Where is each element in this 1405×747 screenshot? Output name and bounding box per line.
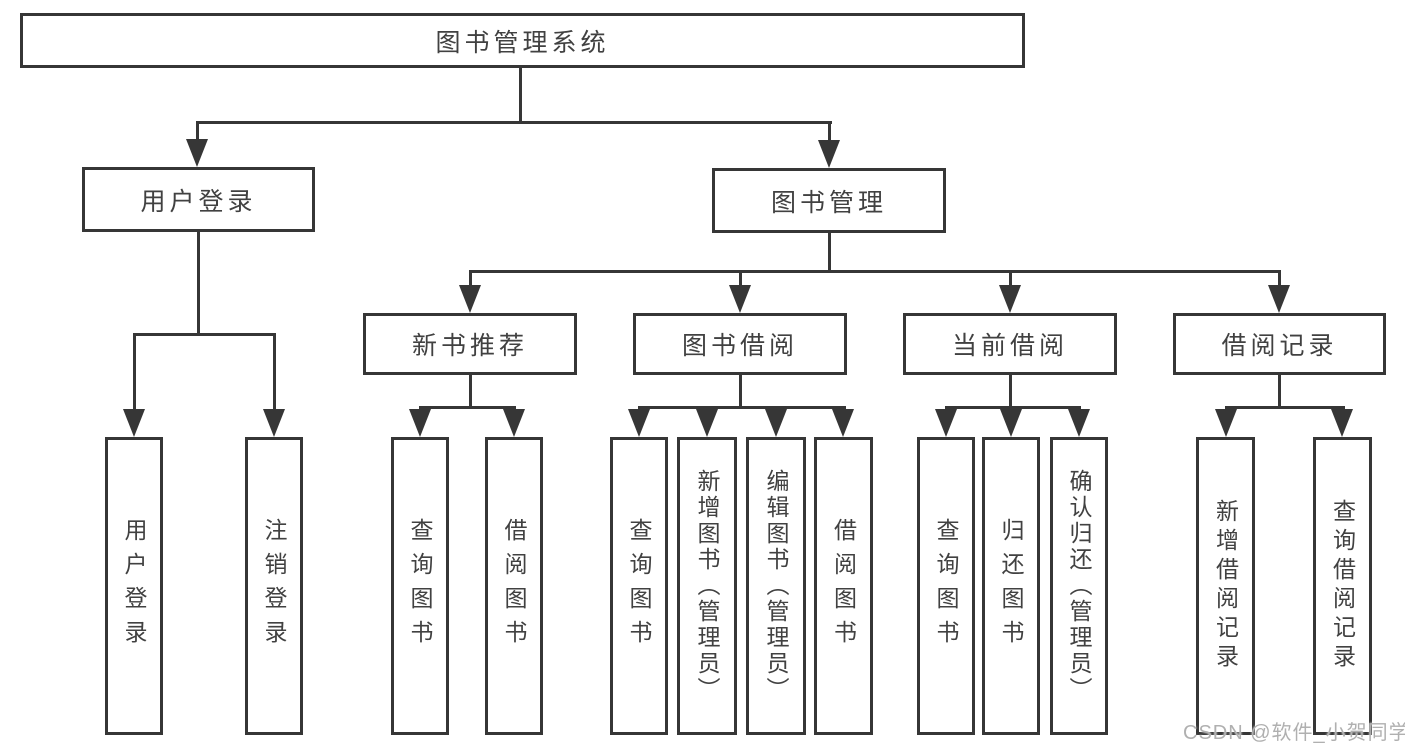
node-user-login-label: 用户登录 [140, 187, 257, 216]
leaf-add-borrow-record-label: 新增借阅记录 [1212, 499, 1239, 673]
leaf-edit-book-admin-label: 编辑图书（管理员） [763, 469, 789, 703]
connector-line [828, 121, 831, 142]
node-borrowing-records-label: 借阅记录 [1221, 332, 1338, 360]
node-root: 图书管理系统 [20, 13, 1025, 68]
connector-line [133, 333, 136, 411]
connector-line [1009, 374, 1012, 409]
connector-line [828, 233, 831, 273]
leaf-query-borrow-record-label: 查询借阅记录 [1329, 499, 1356, 673]
leaf-borrow-books-borrowing-label: 借阅图书 [830, 518, 857, 654]
leaf-confirm-return-admin-label: 确认归还（管理员） [1066, 469, 1092, 703]
leaf-query-books-borrowing: 查询图书 [610, 437, 668, 735]
watermark: CSDN @软件_小贺同学 [1183, 722, 1405, 744]
connector-line [739, 270, 742, 287]
connector-line [469, 270, 1281, 273]
leaf-query-books-recommend-label: 查询图书 [407, 518, 433, 654]
leaf-query-books-current-label: 查询图书 [933, 518, 959, 654]
node-current-borrowing-label: 当前借阅 [951, 332, 1068, 360]
connector-arrowhead [409, 409, 431, 437]
connector-line [519, 68, 522, 124]
node-current-borrowing: 当前借阅 [903, 313, 1117, 375]
leaf-borrow-books-recommend-label: 借阅图书 [501, 518, 527, 654]
connector-line [1009, 270, 1012, 287]
connector-line [273, 333, 276, 411]
connector-arrowhead [1331, 409, 1353, 437]
connector-line [1278, 270, 1281, 287]
node-new-book-recommendation: 新书推荐 [363, 313, 577, 375]
connector-line [1278, 375, 1281, 409]
leaf-add-book-admin-label: 新增图书（管理员） [694, 469, 720, 703]
leaf-add-book-admin: 新增图书（管理员） [677, 437, 737, 735]
connector-arrowhead [832, 409, 854, 437]
leaf-user-login: 用户登录 [105, 437, 163, 735]
connector-arrowhead [503, 409, 525, 437]
leaf-user-login-label: 用户登录 [121, 518, 147, 654]
connector-arrowhead [999, 285, 1021, 313]
connector-arrowhead [459, 285, 481, 313]
node-book-borrowing: 图书借阅 [633, 313, 847, 375]
leaf-query-books-borrowing-label: 查询图书 [626, 518, 652, 654]
connector-line [196, 121, 832, 124]
leaf-borrow-books-recommend: 借阅图书 [485, 437, 543, 735]
node-root-label: 图书管理系统 [435, 28, 610, 57]
leaf-confirm-return-admin: 确认归还（管理员） [1050, 437, 1108, 735]
connector-arrowhead [123, 409, 145, 437]
node-book-management-label: 图书管理 [770, 188, 887, 217]
connector-arrowhead [765, 409, 787, 437]
connector-arrowhead [729, 285, 751, 313]
node-borrowing-records: 借阅记录 [1173, 313, 1386, 375]
leaf-query-borrow-record: 查询借阅记录 [1313, 437, 1372, 735]
leaf-return-book-label: 归还图书 [998, 518, 1024, 654]
connector-arrowhead [1215, 409, 1237, 437]
connector-arrowhead [1068, 409, 1090, 437]
node-book-borrowing-label: 图书借阅 [681, 332, 798, 360]
connector-arrowhead [935, 409, 957, 437]
connector-arrowhead [186, 139, 208, 167]
connector-line [197, 232, 200, 335]
leaf-logout-label: 注销登录 [261, 518, 287, 654]
connector-line [469, 270, 472, 287]
leaf-logout: 注销登录 [245, 437, 303, 735]
connector-line [419, 406, 516, 409]
connector-line [945, 406, 1081, 409]
connector-arrowhead [818, 140, 840, 168]
leaf-query-books-current: 查询图书 [917, 437, 975, 735]
connector-line [133, 333, 276, 336]
connector-line [1225, 406, 1345, 409]
connector-arrowhead [1000, 409, 1022, 437]
connector-line [739, 375, 742, 409]
connector-arrowhead [1268, 285, 1290, 313]
connector-arrowhead [263, 409, 285, 437]
leaf-query-books-recommend: 查询图书 [391, 437, 449, 735]
connector-line [638, 406, 846, 409]
node-book-management: 图书管理 [712, 168, 946, 233]
connector-line [196, 121, 199, 141]
leaf-borrow-books-borrowing: 借阅图书 [814, 437, 873, 735]
connector-line [469, 375, 472, 409]
leaf-edit-book-admin: 编辑图书（管理员） [746, 437, 806, 735]
leaf-return-book: 归还图书 [982, 437, 1040, 735]
leaf-add-borrow-record: 新增借阅记录 [1196, 437, 1255, 735]
connector-arrowhead [628, 409, 650, 437]
node-user-login: 用户登录 [82, 167, 315, 232]
connector-arrowhead [696, 409, 718, 437]
node-new-book-recommendation-label: 新书推荐 [411, 332, 528, 360]
